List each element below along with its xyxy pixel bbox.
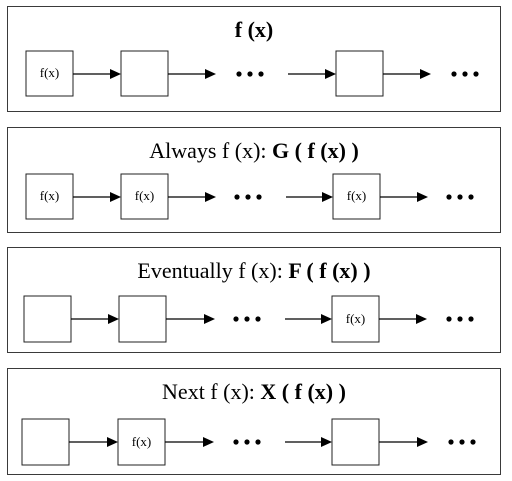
state-box-1: f(x) <box>25 50 74 97</box>
state-label: f(x) <box>40 188 60 203</box>
ellipsis-dots <box>233 316 261 322</box>
panel-next: Next f (x): X ( f (x) ) f(x) <box>7 368 501 475</box>
sequence-diagram: f(x) f(x) f(x) <box>25 173 474 220</box>
transition-arrow <box>286 192 333 202</box>
panel-title: Next f (x): X ( f (x) ) <box>8 379 500 405</box>
sequence-diagram: f(x) <box>23 295 474 343</box>
state-box-2 <box>118 295 167 343</box>
panel-eventually: Eventually f (x): F ( f (x) ) f(x) <box>7 247 501 353</box>
ellipsis-dots <box>236 71 264 77</box>
state-box-3: f(x) <box>332 173 381 220</box>
sequence-diagram: f(x) <box>21 418 476 466</box>
panel-title-plain: Eventually f (x): <box>137 258 289 283</box>
panel-title-plain: Always f (x): <box>149 138 273 163</box>
transition-arrow <box>168 192 216 202</box>
transition-arrow <box>73 69 121 79</box>
ellipsis-dots <box>446 316 474 322</box>
panel-title-formula: f (x) <box>234 17 274 42</box>
transition-arrow <box>73 192 121 202</box>
transition-arrow <box>166 314 215 324</box>
transition-arrow <box>380 192 428 202</box>
transition-arrow <box>285 314 332 324</box>
transition-arrow <box>168 69 216 79</box>
panel-title-formula: F ( f (x) ) <box>288 258 371 283</box>
sequence-diagram: f(x) <box>25 50 479 97</box>
state-box-1 <box>23 295 72 343</box>
state-label: f(x) <box>347 188 367 203</box>
state-box-3 <box>335 50 384 97</box>
transition-arrow <box>288 69 336 79</box>
panel-title: Always f (x): G ( f (x) ) <box>8 138 500 164</box>
panel-title-formula: X ( f (x) ) <box>260 379 346 404</box>
transition-arrow <box>71 314 119 324</box>
ellipsis-dots <box>233 439 261 445</box>
ellipsis-dots <box>234 194 262 200</box>
state-box-2 <box>120 50 169 97</box>
panel-title: f (x) <box>8 17 500 43</box>
state-box-1 <box>21 418 70 466</box>
ellipsis-dots <box>451 71 479 77</box>
panel-title-plain: Next f (x): <box>162 379 261 404</box>
state-box-2: f(x) <box>117 418 166 466</box>
transition-arrow <box>379 437 428 447</box>
transition-arrow <box>379 314 427 324</box>
state-label: f(x) <box>346 311 366 326</box>
state-box-3 <box>331 418 380 466</box>
transition-arrow <box>383 69 431 79</box>
state-box-1: f(x) <box>25 173 74 220</box>
panel-state-sequence: f (x) f(x) <box>7 6 501 112</box>
state-label: f(x) <box>132 434 152 449</box>
ellipsis-dots <box>448 439 476 445</box>
state-label: f(x) <box>135 188 155 203</box>
state-label: f(x) <box>40 65 60 80</box>
ellipsis-dots <box>446 194 474 200</box>
transition-arrow <box>285 437 332 447</box>
state-box-3: f(x) <box>331 295 380 343</box>
transition-arrow <box>69 437 118 447</box>
panel-always: Always f (x): G ( f (x) ) f(x) f(x) f(x) <box>7 127 501 233</box>
panel-title-formula: G ( f (x) ) <box>272 138 359 163</box>
transition-arrow <box>165 437 214 447</box>
panel-title: Eventually f (x): F ( f (x) ) <box>8 258 500 284</box>
state-box-2: f(x) <box>120 173 169 220</box>
